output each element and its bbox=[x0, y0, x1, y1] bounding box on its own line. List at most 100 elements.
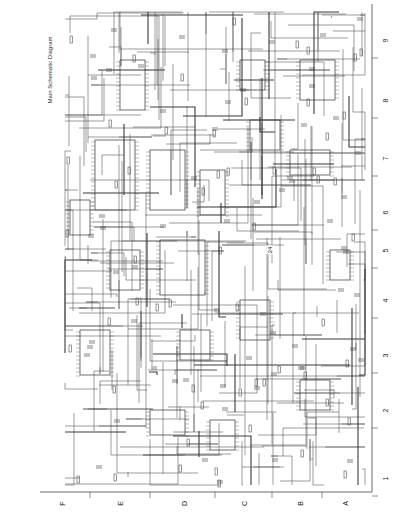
ic-pin bbox=[145, 94, 149, 95]
ic-pin bbox=[145, 86, 149, 87]
capacitor-symbol bbox=[172, 380, 178, 381]
wire bbox=[90, 180, 209, 201]
grid-reference: D bbox=[181, 499, 190, 506]
ic-pin bbox=[330, 160, 334, 161]
resistor-symbol bbox=[326, 399, 329, 406]
ic-pin bbox=[296, 386, 300, 387]
capacitor-symbol bbox=[272, 459, 278, 460]
ic-pin bbox=[185, 412, 189, 413]
capacitor-symbol bbox=[132, 268, 138, 269]
wire bbox=[170, 90, 249, 91]
wire bbox=[178, 251, 224, 321]
wire bbox=[137, 52, 189, 53]
capacitor-symbol bbox=[87, 348, 93, 349]
wire bbox=[206, 12, 207, 117]
capacitor-symbol bbox=[106, 69, 112, 70]
ic-pin bbox=[145, 66, 149, 67]
capacitor-symbol bbox=[84, 356, 90, 357]
ic-block bbox=[290, 150, 330, 175]
wire bbox=[83, 409, 153, 410]
resistor-symbol bbox=[187, 439, 190, 446]
ic-pin bbox=[76, 364, 80, 365]
ic-pin bbox=[156, 290, 160, 291]
capacitor-symbol bbox=[355, 152, 361, 153]
capacitor-symbol bbox=[270, 334, 276, 335]
capacitor-symbol bbox=[183, 379, 189, 380]
grid-reference: C bbox=[241, 499, 250, 506]
capacitor-symbol bbox=[100, 229, 106, 230]
resistor-symbol bbox=[181, 74, 184, 81]
capacitor-symbol bbox=[88, 237, 94, 238]
ic-pin bbox=[146, 200, 150, 201]
ic-pin bbox=[236, 62, 240, 63]
wire bbox=[173, 436, 251, 485]
resistor-symbol bbox=[66, 230, 69, 237]
wire bbox=[248, 51, 340, 52]
ic-block bbox=[95, 140, 135, 210]
ic-pin bbox=[265, 82, 269, 83]
ic-pin bbox=[91, 174, 95, 175]
grid-tick bbox=[372, 58, 378, 59]
wire bbox=[108, 269, 163, 270]
capacitor-symbol bbox=[271, 373, 277, 374]
ic-pin bbox=[91, 194, 95, 195]
ic-pin bbox=[156, 282, 160, 283]
ic-pin bbox=[146, 156, 150, 157]
ic-pin bbox=[236, 306, 240, 307]
ic-pin bbox=[146, 164, 150, 165]
wire bbox=[304, 207, 305, 336]
wire bbox=[128, 267, 198, 329]
wire bbox=[100, 381, 141, 404]
ic-pin bbox=[280, 134, 284, 135]
capacitor-symbol bbox=[172, 382, 178, 383]
wire bbox=[267, 238, 268, 420]
ic-pin bbox=[235, 434, 239, 435]
ic-pin bbox=[146, 192, 150, 193]
wire bbox=[359, 269, 365, 375]
ic-pin bbox=[156, 258, 160, 259]
ic-pin bbox=[145, 78, 149, 79]
ic-pin bbox=[176, 344, 180, 345]
wire bbox=[120, 12, 121, 47]
ic-block bbox=[210, 420, 235, 450]
ic-pin bbox=[350, 280, 354, 281]
ic-pin bbox=[330, 398, 334, 399]
ic-pin bbox=[135, 142, 139, 143]
ic-pin bbox=[206, 430, 210, 431]
wire bbox=[65, 249, 106, 250]
capacitor-symbol bbox=[260, 313, 266, 314]
capacitor-symbol bbox=[309, 85, 315, 86]
ic-pin bbox=[156, 266, 160, 267]
wire bbox=[280, 237, 281, 339]
wire bbox=[65, 151, 71, 246]
ic-pin bbox=[225, 188, 229, 189]
wire bbox=[218, 129, 265, 130]
capacitor-symbol bbox=[338, 291, 344, 292]
ic-pin bbox=[235, 430, 239, 431]
wire bbox=[168, 407, 209, 408]
ic-pin bbox=[140, 272, 144, 273]
ic-pin bbox=[335, 94, 339, 95]
capacitor-symbol bbox=[301, 124, 307, 125]
ic-pin bbox=[225, 184, 229, 185]
wire bbox=[277, 403, 344, 404]
wire bbox=[268, 167, 352, 168]
wire bbox=[268, 296, 269, 404]
wire bbox=[349, 96, 365, 147]
wire bbox=[294, 393, 365, 394]
wire bbox=[117, 373, 198, 473]
wire bbox=[260, 78, 261, 180]
ic-pin bbox=[116, 90, 120, 91]
capacitor-symbol bbox=[224, 220, 230, 221]
ic-pin bbox=[176, 348, 180, 349]
ic-pin bbox=[146, 168, 150, 169]
capacitor-symbol bbox=[87, 346, 93, 347]
ic-pin bbox=[91, 170, 95, 171]
ic-pin bbox=[296, 410, 300, 411]
ic-pin bbox=[236, 326, 240, 327]
wire bbox=[65, 478, 80, 479]
resistor-symbol bbox=[156, 304, 159, 311]
resistor-symbol bbox=[201, 402, 204, 409]
wire bbox=[153, 136, 166, 137]
capacitor-symbol bbox=[343, 253, 349, 254]
